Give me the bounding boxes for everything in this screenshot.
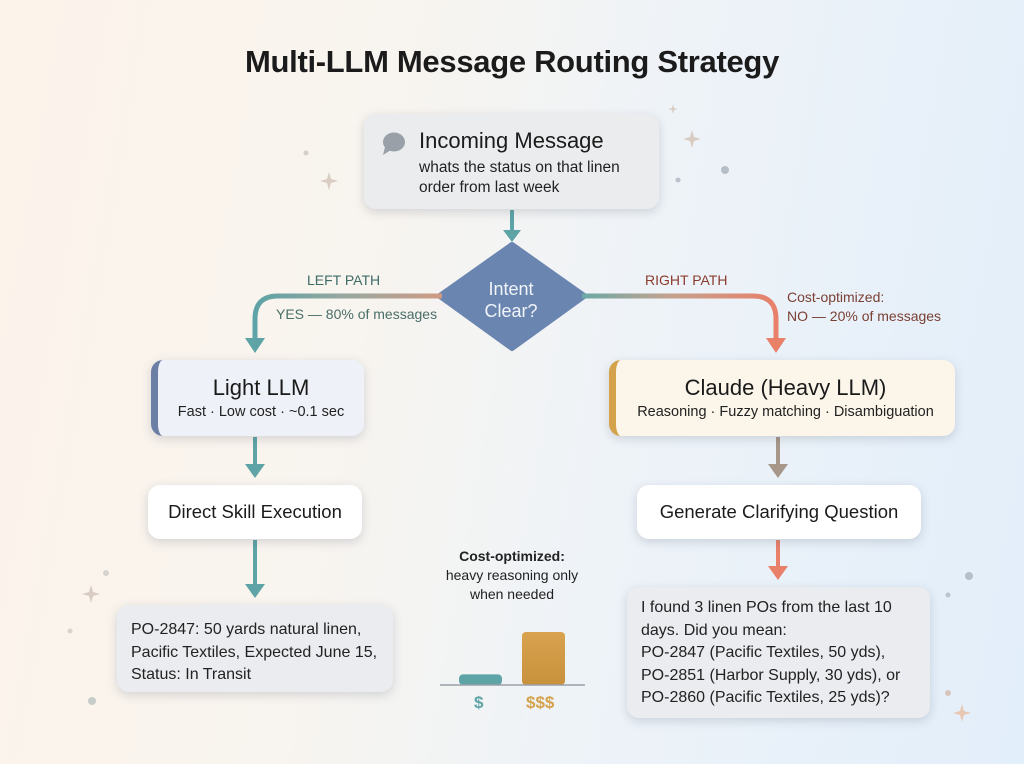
result-line: PO-2847 (Pacific Textiles, 50 yds), bbox=[641, 644, 886, 661]
sparkle-icon bbox=[82, 585, 100, 603]
dot bbox=[303, 150, 309, 156]
sparkle-icon bbox=[683, 130, 701, 148]
sparkle-icon bbox=[668, 104, 678, 114]
left-result-card: PO-2847: 50 yards natural linen, Pacific… bbox=[117, 605, 393, 692]
decision-diamond bbox=[437, 242, 587, 351]
light-llm-heading: Light LLM bbox=[212, 375, 310, 400]
arrowhead bbox=[245, 338, 265, 353]
heavy-llm-heading: Claude (Heavy LLM) bbox=[684, 375, 887, 400]
arrowhead bbox=[245, 584, 265, 598]
dot bbox=[945, 592, 951, 598]
result-line: PO-2860 (Pacific Textiles, 25 yds)? bbox=[641, 689, 890, 706]
cost-bar-light bbox=[459, 674, 502, 685]
cost-bar-heavy bbox=[522, 632, 565, 685]
cost-bar-chart bbox=[459, 632, 565, 685]
dot bbox=[67, 628, 73, 634]
direct-skill-execution-step: Direct Skill Execution bbox=[148, 485, 362, 539]
incoming-message-text: whats the status on that linen order fro… bbox=[419, 159, 620, 196]
arrowhead bbox=[503, 230, 521, 242]
right-path-label: RIGHT PATH bbox=[645, 272, 728, 288]
sparkle-decorations bbox=[82, 104, 971, 722]
right-result-card: I found 3 linen POs from the last 10 day… bbox=[627, 587, 930, 718]
incoming-message-card: Incoming Message whats the status on tha… bbox=[364, 114, 659, 209]
arrowhead bbox=[245, 464, 265, 478]
right-path-note: Cost-optimized: bbox=[787, 289, 885, 305]
heavy-llm-subtitle: Reasoning · Fuzzy matching · Disambiguat… bbox=[637, 404, 934, 420]
arrowhead bbox=[766, 338, 786, 353]
right-path-annotation: Cost-optimized: NO — 20% of messages bbox=[787, 288, 941, 326]
dot bbox=[675, 177, 681, 183]
connector-left-branch bbox=[252, 293, 442, 340]
result-line: days. Did you mean: bbox=[641, 621, 787, 639]
dot-decorations bbox=[67, 150, 973, 705]
arrowhead bbox=[768, 464, 788, 478]
result-line: I found 3 linen POs from the last 10 bbox=[641, 599, 892, 616]
dot bbox=[721, 166, 729, 174]
arrowhead bbox=[768, 566, 788, 580]
result-line: PO-2851 (Harbor Supply, 30 yds), or bbox=[641, 666, 901, 684]
dot bbox=[965, 572, 973, 580]
clarifying-question-step: Generate Clarifying Question bbox=[637, 485, 921, 539]
decision-label: Intent Clear? bbox=[472, 278, 550, 322]
heavy-llm-card: Claude (Heavy LLM) Reasoning · Fuzzy mat… bbox=[609, 360, 955, 436]
cost-note: Cost-optimized: heavy reasoning only whe… bbox=[420, 547, 604, 604]
cost-note-line-2: when needed bbox=[469, 586, 555, 602]
left-path-label: LEFT PATH bbox=[307, 272, 381, 288]
dot bbox=[945, 690, 951, 696]
connector-right-branch bbox=[582, 293, 779, 340]
left-path-condition: YES — 80% of messages bbox=[276, 306, 438, 322]
dot bbox=[88, 697, 96, 705]
dot bbox=[103, 570, 109, 576]
incoming-heading: Incoming Message bbox=[419, 128, 604, 153]
cost-label-light: $ bbox=[474, 693, 484, 712]
diagram-title: Multi-LLM Message Routing Strategy bbox=[244, 44, 780, 79]
sparkle-icon bbox=[320, 172, 338, 190]
cost-label-heavy: $$$ bbox=[526, 693, 555, 712]
decision-line-1: Intent bbox=[488, 279, 534, 299]
cost-note-line-1: heavy reasoning only bbox=[445, 567, 579, 583]
speech-bubble-icon bbox=[383, 132, 405, 155]
cost-note-title: Cost-optimized: bbox=[459, 548, 565, 564]
light-llm-card: Light LLM Fast · Low cost · ~0.1 sec bbox=[151, 360, 364, 436]
sparkle-icon bbox=[953, 704, 971, 722]
decision-line-2: Clear? bbox=[484, 301, 538, 321]
right-path-condition: NO — 20% of messages bbox=[787, 308, 942, 324]
light-llm-subtitle: Fast · Low cost · ~0.1 sec bbox=[177, 404, 345, 420]
